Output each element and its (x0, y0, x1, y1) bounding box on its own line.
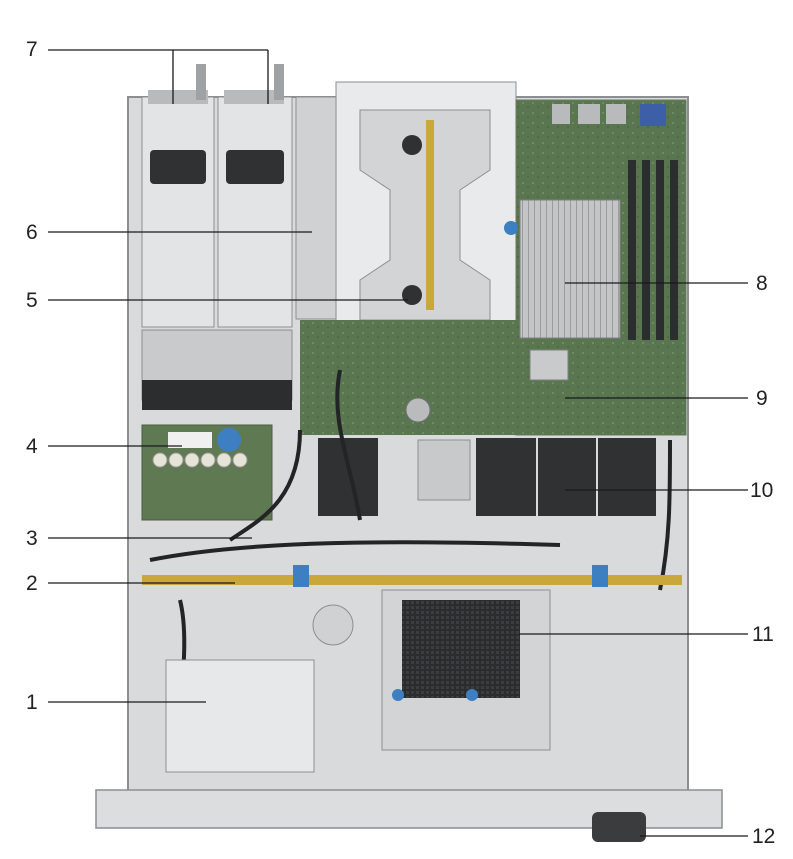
callout-5: 5 (26, 289, 38, 312)
callout-8: 8 (756, 272, 768, 295)
backplane-latch-left (293, 565, 309, 587)
storage-controller-heatsink (402, 600, 520, 698)
rear-io-ports (552, 104, 666, 126)
system-board-lower (300, 320, 686, 435)
capacitor-blue (504, 221, 518, 235)
callout-3: 3 (26, 527, 38, 550)
leader-7 (48, 49, 269, 104)
memory-modules (628, 160, 678, 340)
callout-4: 4 (26, 435, 38, 458)
callout-10: 10 (750, 479, 774, 502)
callout-1: 1 (26, 691, 38, 714)
front-panel-tab (592, 812, 646, 842)
backplane (142, 575, 682, 585)
callout-2: 2 (26, 572, 38, 595)
controller-screw-left (392, 689, 404, 701)
callout-6: 6 (26, 221, 38, 244)
backplane-latch-right (592, 565, 608, 587)
pdb-connector-block (168, 432, 212, 448)
callout-7: 7 (26, 38, 38, 61)
leader-lines (48, 49, 748, 837)
pdb-capacitor (217, 428, 241, 452)
chipset-heatsink (529, 349, 569, 381)
drive-blank (165, 659, 315, 773)
callout-9: 9 (756, 387, 768, 410)
power-supply-units (141, 64, 293, 410)
processor-heatsink (519, 199, 621, 339)
chassis-standoff (312, 604, 354, 646)
cooling-fans (318, 438, 656, 516)
riser-cage (295, 81, 517, 323)
cmos-battery (405, 397, 431, 423)
controller-screw-right (466, 689, 478, 701)
callout-11: 11 (752, 623, 774, 646)
pdb-capacitors (152, 452, 248, 468)
callout-12: 12 (752, 825, 776, 848)
